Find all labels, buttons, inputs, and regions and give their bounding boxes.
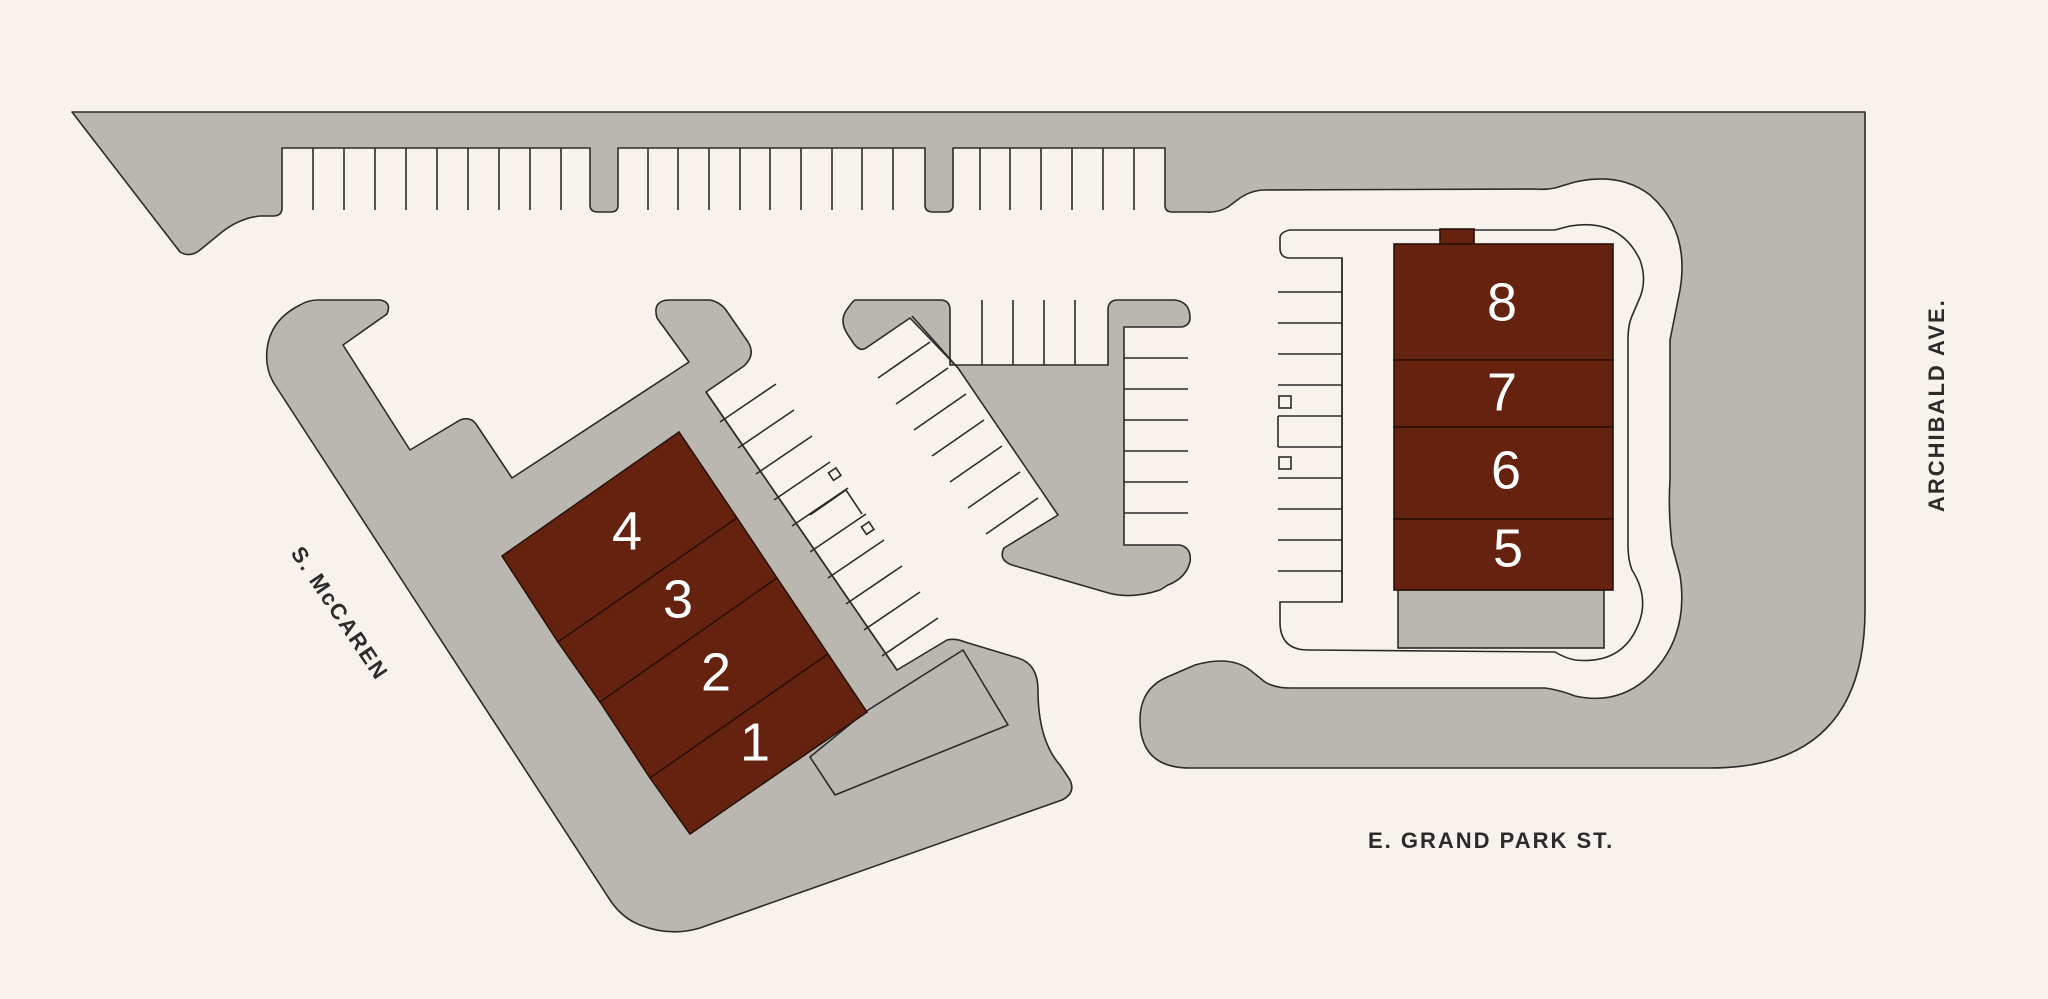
suite-1-label: 1 [740, 712, 770, 772]
east-building: 8 7 6 5 [1393, 228, 1614, 649]
suite-1 [648, 652, 869, 836]
suite-5-label: 5 [1493, 518, 1523, 578]
east-building-entrance [1439, 228, 1475, 246]
suite-7-label: 7 [1487, 362, 1517, 422]
street-label-e-grand-park-st: E. GRAND PARK ST. [1368, 828, 1614, 853]
suite-8 [1393, 243, 1614, 361]
middle-lot-stalls [877, 300, 1188, 535]
street-label-archibald-ave: ARCHIBALD AVE. [1924, 298, 1949, 512]
north-east-parking-lot [71, 111, 1866, 769]
suite-5 [1393, 518, 1614, 591]
suite-2-label: 2 [701, 642, 731, 702]
north-parking-stalls [312, 148, 1135, 210]
suite-3-label: 3 [663, 569, 693, 629]
suite-6-label: 6 [1491, 440, 1521, 500]
suite-8-label: 8 [1487, 272, 1517, 332]
suite-4-label: 4 [612, 501, 642, 561]
suite-7 [1393, 359, 1614, 428]
west-lot-stalls [705, 383, 939, 671]
west-building: 4 3 2 1 [500, 430, 869, 836]
east-lot-stalls [1277, 258, 1343, 602]
loading-area [809, 649, 1009, 796]
middle-parking-lot [842, 299, 1192, 597]
east-building-patio [1397, 589, 1605, 649]
suite-6 [1393, 426, 1614, 520]
